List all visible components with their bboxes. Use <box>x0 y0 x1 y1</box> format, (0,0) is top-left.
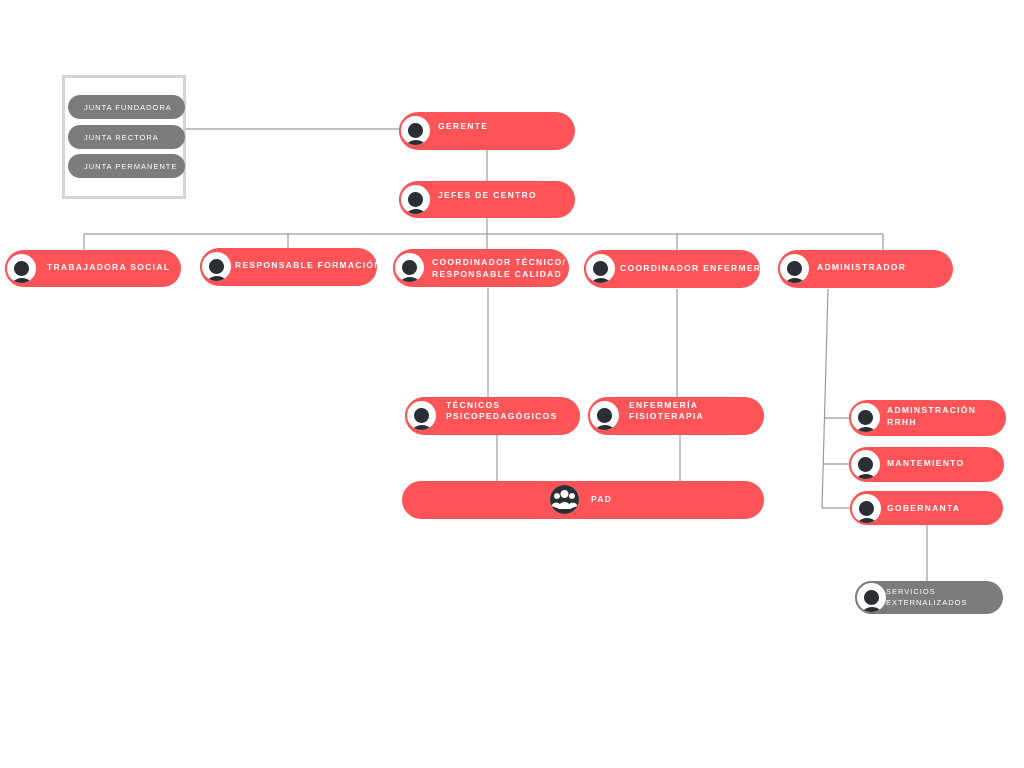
junta-fundadora-pill: JUNTA FUNDADORA <box>68 95 185 119</box>
jefes-label: JEFES DE CENTRO <box>438 190 537 200</box>
servicios-label-1: SERVICIOS <box>886 587 936 596</box>
node-jefes-de-centro: JEFES DE CENTRO <box>399 181 575 218</box>
node-tecnicos-psicopedagogicos: TÉCNICOS PSICOPEDAGÓGICOS <box>405 397 580 435</box>
enfermeria-label-2: FISIOTERAPIA <box>629 411 705 421</box>
node-administrador: ADMINISTRADOR <box>778 250 953 288</box>
person-icon <box>5 252 38 285</box>
servicios-label-2: EXTERNALIZADOS <box>886 598 968 607</box>
junta-rectora-label: JUNTA RECTORA <box>84 132 159 142</box>
person-icon <box>405 399 438 432</box>
trabajadora-label: TRABAJADORA SOCIAL <box>47 262 171 272</box>
person-icon <box>588 399 621 432</box>
group-icon <box>548 483 581 516</box>
node-gobernanta: GOBERNANTA <box>850 491 1003 525</box>
coord-enf-label: COORDINADOR ENFERMERÍA <box>620 263 773 273</box>
junta-rectora-pill: JUNTA RECTORA <box>68 125 185 149</box>
node-servicios-externalizados: SERVICIOS EXTERNALIZADOS <box>855 581 1003 614</box>
connector-admin-trunk <box>821 288 829 509</box>
node-administracion-rrhh: ADMINSTRACIÒN RRHH <box>849 400 1006 436</box>
node-coordinador-tecnico: COORDINADOR TÉCNICO/ RESPONSABLE CALIDAD <box>393 249 569 287</box>
node-trabajadora-social: TRABAJADORA SOCIAL <box>5 250 181 287</box>
coord-tecnico-label-2: RESPONSABLE CALIDAD <box>432 269 563 279</box>
junta-fundadora-label: JUNTA FUNDADORA <box>84 102 172 112</box>
gobernanta-label: GOBERNANTA <box>887 503 961 513</box>
node-gerente: GERENTE <box>399 112 575 150</box>
tecnicos-label-2: PSICOPEDAGÓGICOS <box>446 411 558 421</box>
junta-permanente-label: JUNTA PERMANENTE <box>84 161 178 171</box>
person-icon <box>200 250 233 283</box>
node-mantenimiento: MANTEMIENTO <box>849 447 1004 482</box>
person-icon <box>849 448 882 481</box>
pad-label: PAD <box>591 494 613 504</box>
tecnicos-label-1: TÉCNICOS <box>446 400 501 410</box>
person-icon <box>855 581 888 614</box>
person-icon <box>849 401 882 434</box>
person-icon <box>850 492 883 525</box>
administrador-label: ADMINISTRADOR <box>817 262 907 272</box>
person-icon <box>584 252 617 285</box>
node-enfermeria-fisioterapia: ENFERMERÍA FISIOTERAPIA <box>588 397 764 435</box>
person-icon <box>399 183 432 216</box>
node-responsable-formacion: RESPONSABLE FORMACIÓN <box>200 248 380 286</box>
node-pad: PAD <box>402 481 764 519</box>
rrhh-label-1: ADMINSTRACIÒN <box>887 405 977 415</box>
person-icon <box>393 251 426 284</box>
junta-permanente-pill: JUNTA PERMANENTE <box>68 154 185 178</box>
person-icon <box>399 114 432 147</box>
coord-tecnico-label-1: COORDINADOR TÉCNICO/ <box>432 257 567 267</box>
person-icon <box>778 252 811 285</box>
node-coordinador-enfermeria: COORDINADOR ENFERMERÍA <box>584 250 771 288</box>
rrhh-label-2: RRHH <box>887 417 917 427</box>
mantenimiento-label: MANTEMIENTO <box>887 458 965 468</box>
formacion-label: RESPONSABLE FORMACIÓN <box>235 260 382 270</box>
gerente-label: GERENTE <box>438 121 489 131</box>
enfermeria-label-1: ENFERMERÍA <box>629 400 699 410</box>
